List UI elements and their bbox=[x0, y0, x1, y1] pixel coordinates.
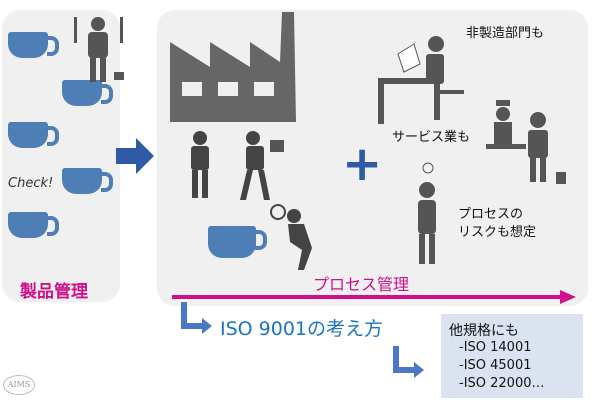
office-worker-icon bbox=[378, 36, 464, 124]
cup-icon bbox=[8, 122, 59, 148]
process-arrow bbox=[172, 290, 576, 304]
worker-icon bbox=[191, 131, 209, 198]
other-standards-box: 他規格にも -ISO 14001 -ISO 45001 -ISO 22000… bbox=[441, 314, 583, 398]
check-label: Check! bbox=[8, 176, 54, 191]
inspector-icon bbox=[270, 204, 312, 270]
standard-item: -ISO 14001 bbox=[459, 340, 532, 355]
cup-icon bbox=[8, 212, 59, 238]
iso-9001-label: ISO 9001の考え方 bbox=[220, 318, 384, 340]
standard-item: -ISO 45001 bbox=[459, 358, 532, 373]
cup-icon bbox=[208, 226, 267, 258]
non-manufacturing-label: 非製造部門も bbox=[466, 26, 545, 41]
cup-icon bbox=[8, 32, 59, 58]
worker-with-tools-icon bbox=[74, 17, 124, 82]
carrying-worker-icon bbox=[240, 131, 284, 200]
standard-item: -ISO 22000… bbox=[459, 376, 545, 391]
factory-icon bbox=[170, 12, 296, 122]
elbow-arrow-icon bbox=[181, 302, 212, 334]
plus-icon: + bbox=[342, 136, 383, 192]
process-risk-line2: リスクも想定 bbox=[458, 225, 537, 240]
thinking-person-icon bbox=[418, 162, 436, 264]
product-control-label: 製品管理 bbox=[20, 282, 88, 302]
process-risk-line1: プロセスの bbox=[458, 207, 524, 222]
arrow-right-icon bbox=[116, 138, 154, 174]
aims-logo: AIMS bbox=[3, 375, 35, 395]
other-standards-title: 他規格にも bbox=[449, 323, 519, 339]
process-control-label: プロセス管理 bbox=[313, 275, 410, 294]
elbow-arrow-icon bbox=[393, 346, 424, 378]
cup-icon bbox=[62, 168, 113, 194]
service-staff-icon bbox=[486, 100, 566, 184]
cup-icon bbox=[62, 80, 113, 106]
service-label: サービス業も bbox=[392, 130, 471, 145]
